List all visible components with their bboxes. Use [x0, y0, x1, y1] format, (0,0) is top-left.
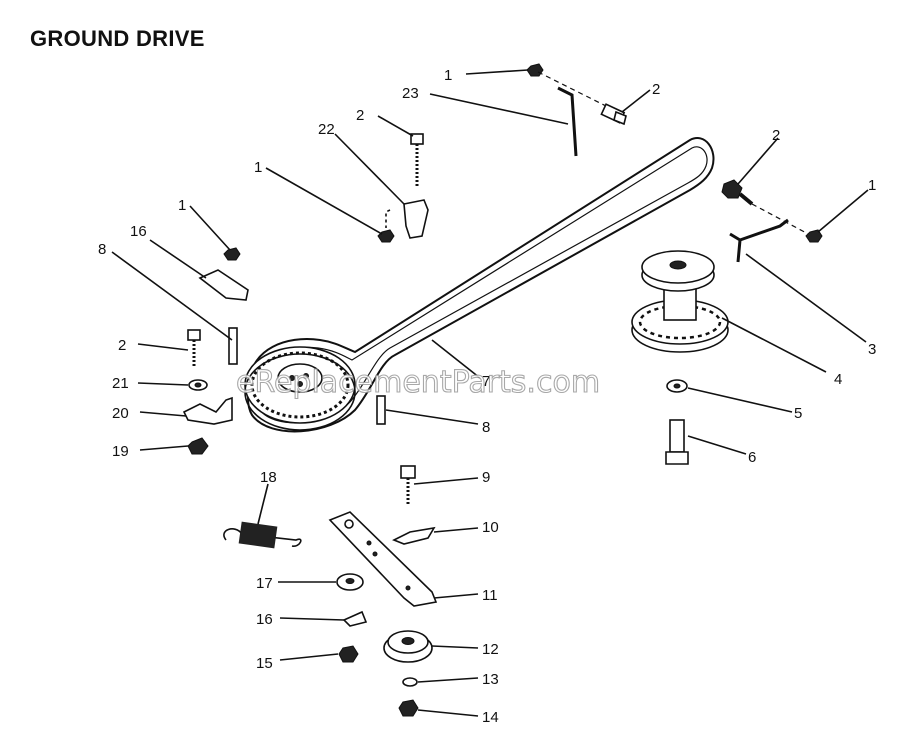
- callout-1-mid: 1: [254, 159, 262, 176]
- callout-13: 13: [482, 671, 499, 688]
- callout-5: 5: [794, 405, 802, 422]
- callout-9: 9: [482, 469, 490, 486]
- callout-labels: 1 23 2 2 22 1 2 1 1 16 8 3 2 4 21 7 5 20…: [98, 67, 876, 726]
- callout-2-mid: 2: [356, 107, 364, 124]
- drive-belt: [247, 137, 715, 433]
- callout-1-far-right: 1: [868, 177, 876, 194]
- callout-17: 17: [256, 575, 273, 592]
- callout-21: 21: [112, 375, 129, 392]
- callout-14: 14: [482, 709, 499, 726]
- callout-8-left: 8: [98, 241, 106, 258]
- watermark-text: eReplacementParts.com: [236, 365, 600, 400]
- callout-12: 12: [482, 641, 499, 658]
- callout-2-right: 2: [772, 127, 780, 144]
- callout-16-bottom: 16: [256, 611, 273, 628]
- callout-3: 3: [868, 341, 876, 358]
- engine-pulley: [631, 250, 729, 353]
- callout-23: 23: [402, 85, 419, 102]
- callout-18: 18: [260, 469, 277, 486]
- callout-19: 19: [112, 443, 129, 460]
- hardware-parts: [182, 63, 823, 717]
- callout-2-top-right: 2: [652, 81, 660, 98]
- callout-4: 4: [834, 371, 842, 388]
- callout-11: 11: [482, 587, 498, 604]
- callout-8-mid: 8: [482, 419, 490, 436]
- leader-lines: [111, 69, 869, 717]
- callout-6: 6: [748, 449, 756, 466]
- callout-1-top: 1: [444, 67, 452, 84]
- transmission-pulley: [244, 346, 356, 431]
- callout-2-left: 2: [118, 337, 126, 354]
- callout-1-left: 1: [178, 197, 186, 214]
- callout-15: 15: [256, 655, 273, 672]
- callout-16-left: 16: [130, 223, 147, 240]
- callout-10: 10: [482, 519, 499, 536]
- callout-22: 22: [318, 121, 335, 138]
- callout-7: 7: [482, 373, 490, 390]
- page-title: GROUND DRIVE: [30, 26, 205, 51]
- callout-20: 20: [112, 405, 129, 422]
